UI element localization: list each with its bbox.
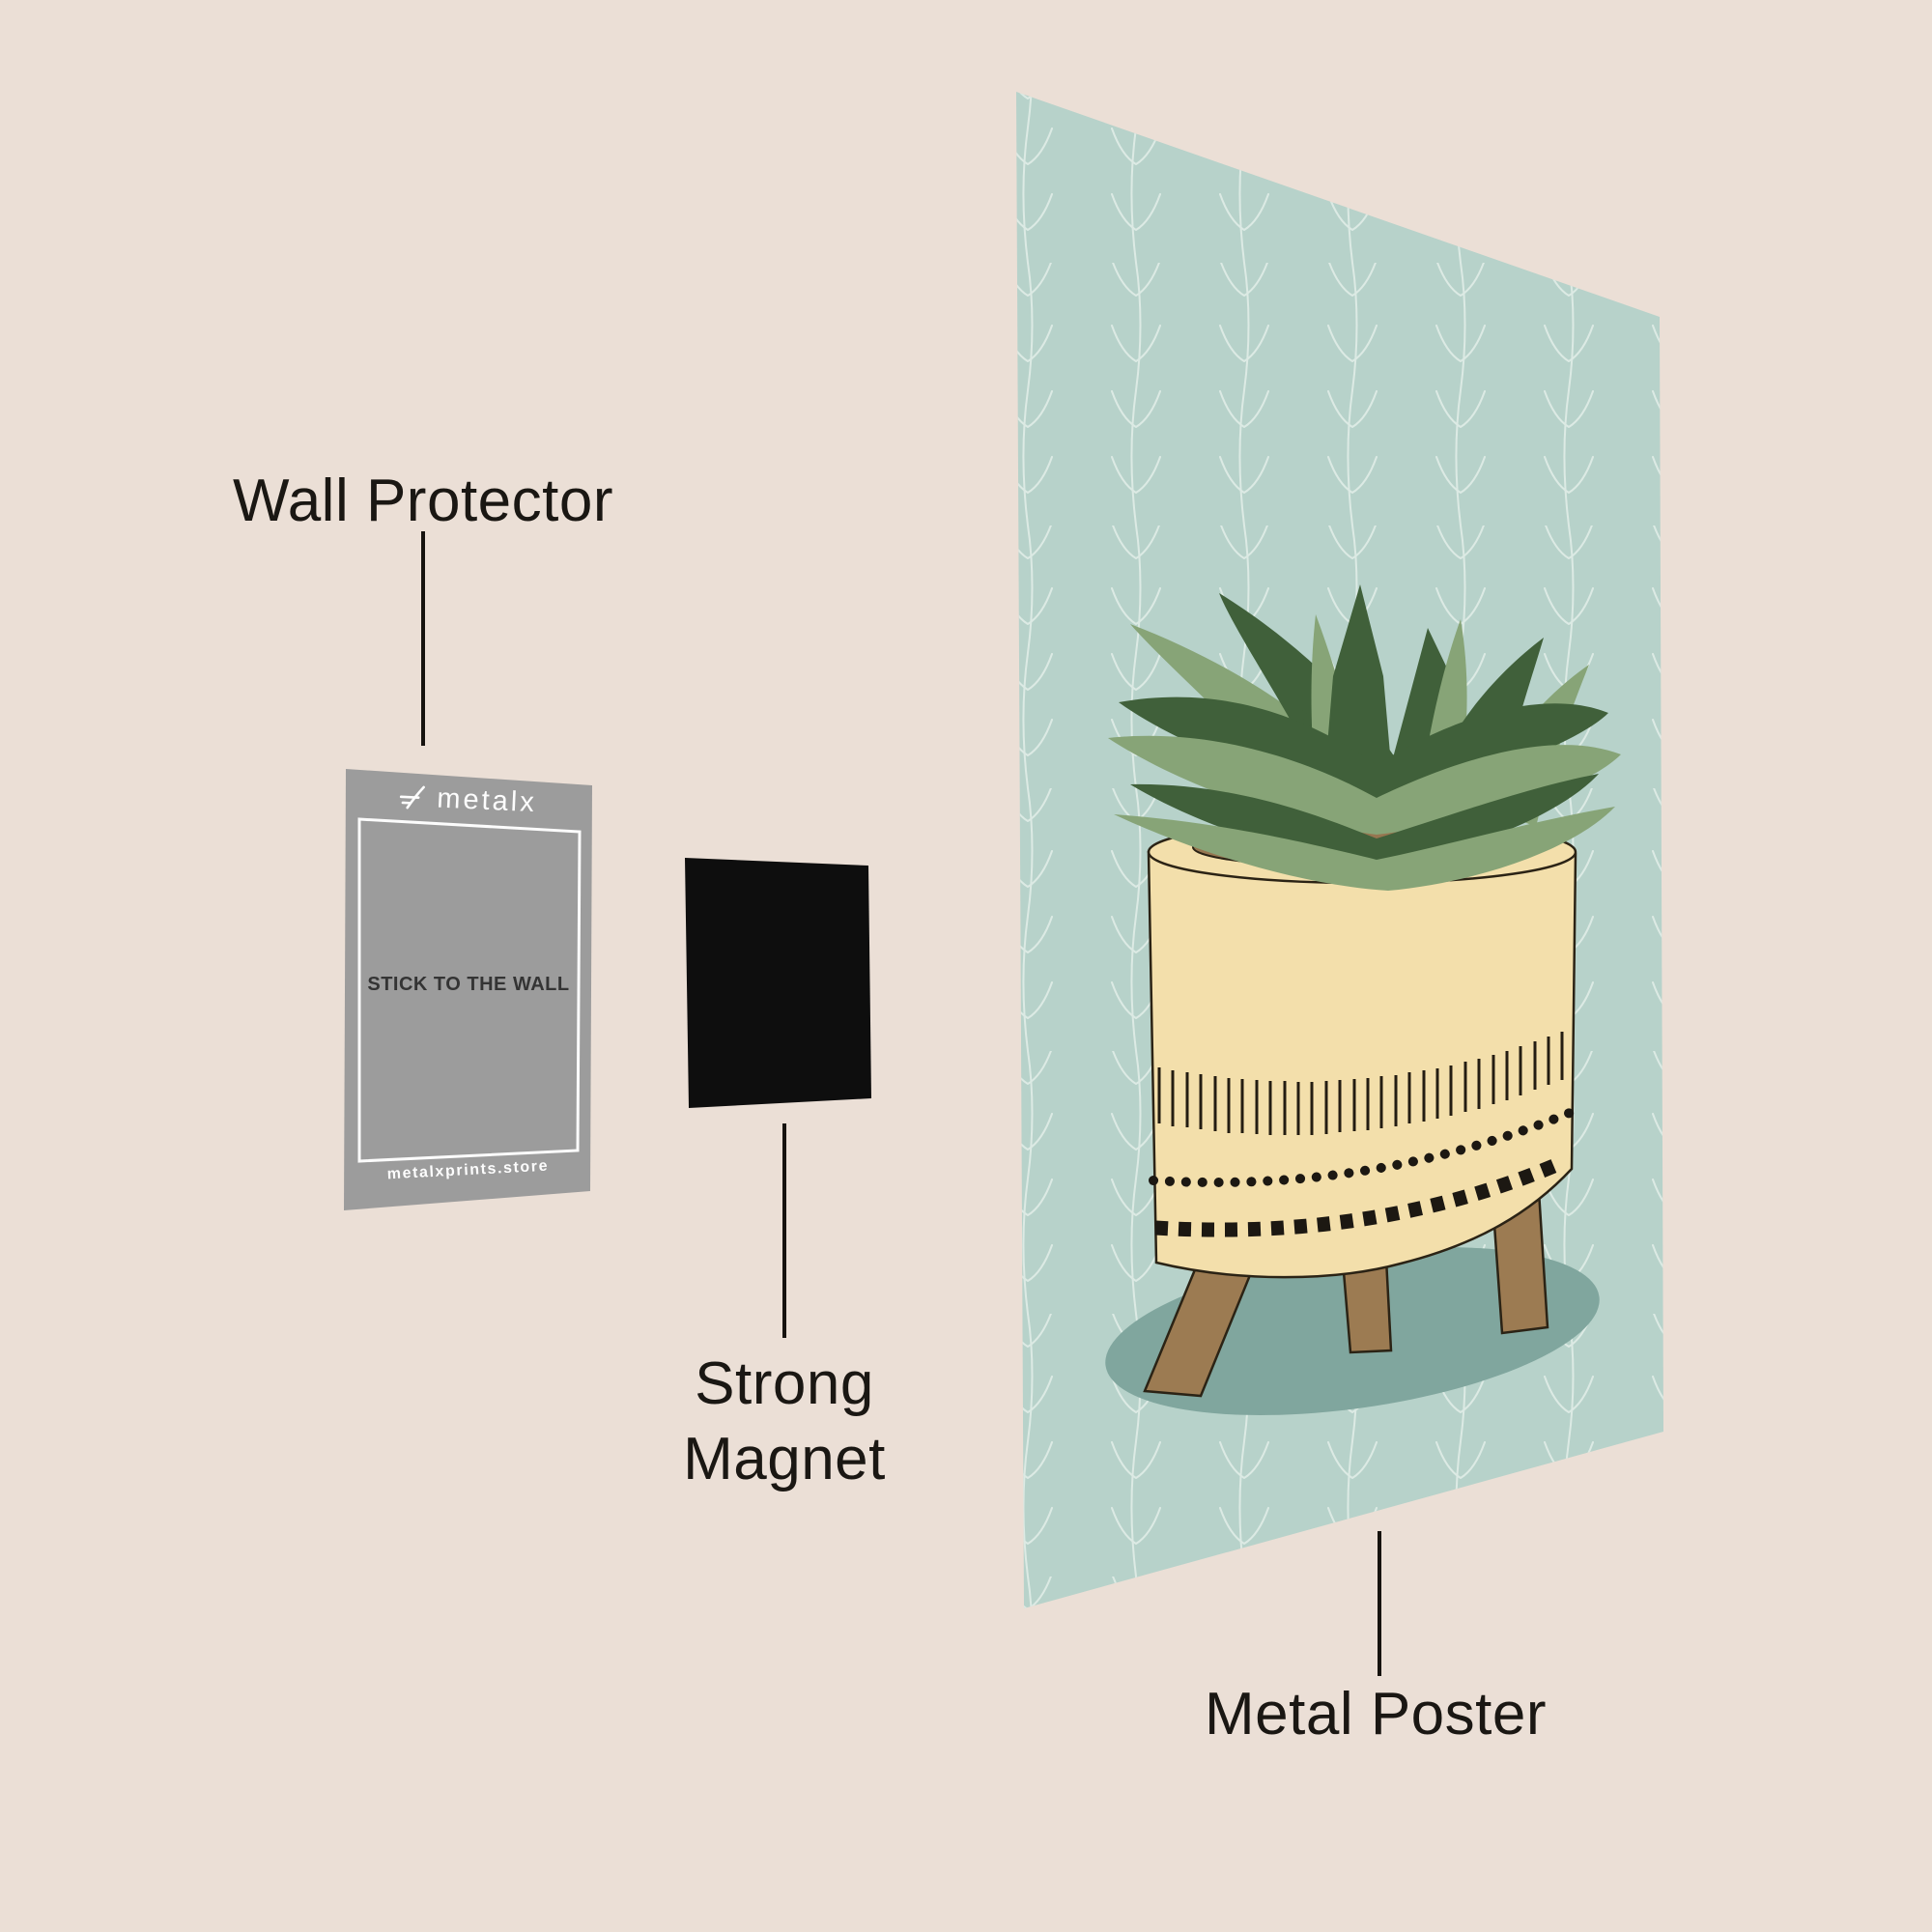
leaf-dark-wave-1 (1119, 696, 1608, 800)
magnet-square (685, 858, 871, 1108)
card-brand-row: metalx (344, 779, 592, 826)
metal-poster-leader-line (1378, 1531, 1381, 1676)
wall-protector-leader-line (421, 531, 425, 746)
card-inner-frame (357, 817, 582, 1163)
pot-body (1147, 850, 1577, 1279)
metal-poster-label: Metal Poster (1204, 1681, 1548, 1747)
metalx-logo-icon (399, 784, 430, 818)
strong-magnet-label-line2: Magnet (683, 1426, 886, 1492)
wall-protector-label: Wall Protector (232, 468, 613, 534)
card-message-text: STICK TO THE WALL (367, 974, 570, 995)
pot-decoration (1149, 1032, 1575, 1237)
pot-decor-dashes (1154, 1155, 1566, 1237)
pot-decor-ticks (1157, 1032, 1564, 1135)
pot-decor-dots (1149, 1108, 1575, 1187)
succulent-plant (1108, 584, 1621, 891)
magnet-leader-line (782, 1123, 786, 1338)
strong-magnet-label: Strong Magnet (495, 1347, 1074, 1497)
wall-protector-card: metalx STICK TO THE WALL metalxprints.st… (344, 769, 592, 1210)
strong-magnet-label-line1: Strong (695, 1350, 874, 1417)
leaf-sage-wave-4 (1114, 807, 1615, 891)
leaf-dark-wave-3 (1130, 774, 1599, 866)
pot-legs (1143, 1189, 1549, 1398)
